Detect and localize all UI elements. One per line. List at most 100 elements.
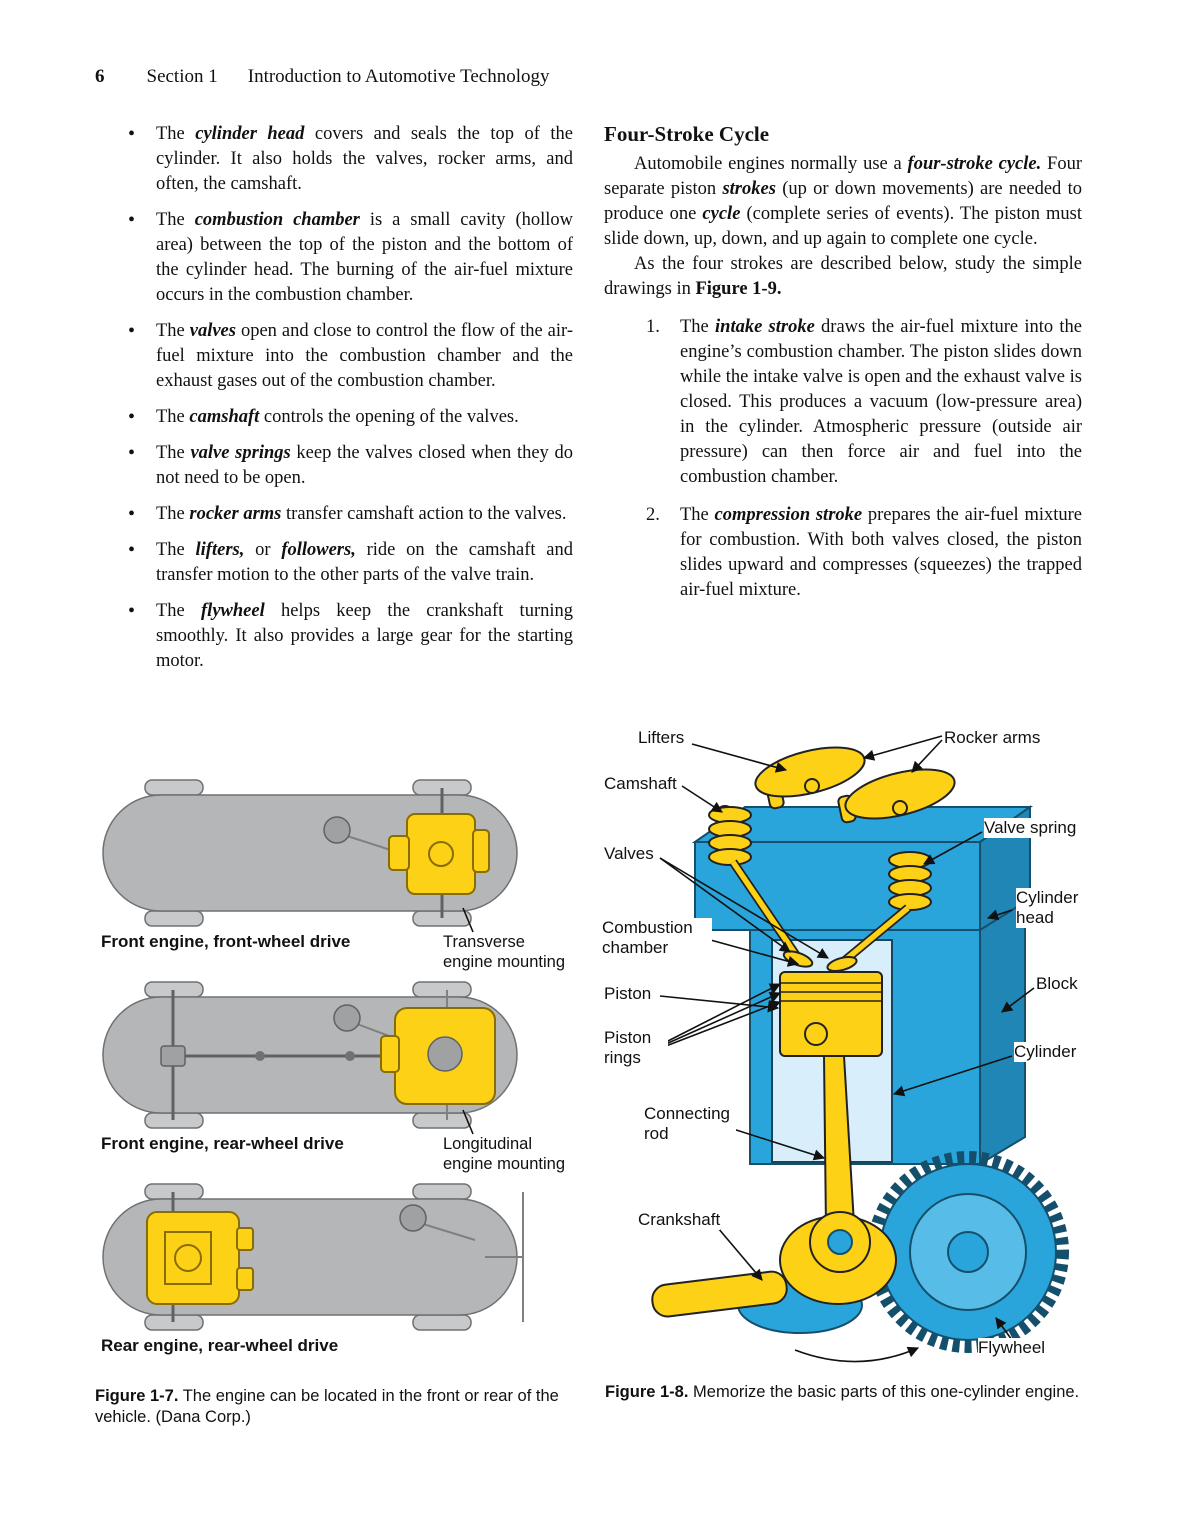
steering-column [422, 1223, 476, 1241]
wheel [412, 1183, 472, 1200]
bullet-item: • The rocker arms transfer camshaft actio… [95, 502, 573, 527]
bullet-marker: • [128, 123, 136, 145]
engine-transverse-shape [388, 813, 490, 895]
crankshaft-shape [651, 1215, 920, 1363]
figure-1-7-caption: Figure 1-7. The engine can be located in… [95, 1387, 559, 1426]
bullet-item: • The valve springs keep the valves close… [95, 441, 573, 491]
label-flywheel: Flywheel [978, 1338, 1046, 1358]
steering-wheel-icon [333, 1004, 361, 1032]
label-valves: Valves [604, 844, 654, 864]
left-column: • The cylinder head covers and seals the … [95, 122, 573, 685]
connecting-rod-shape [809, 1055, 871, 1273]
engine-longitudinal-shape [380, 1007, 496, 1105]
figure-1-7: Front engine, front-wheel drive Transver… [95, 778, 575, 1428]
valve-springs-shape [708, 806, 932, 911]
sub-label-rear-rear: Rear engine, rear-wheel drive [101, 1336, 339, 1355]
bullet-item: • The lifters, or followers, ride on the … [95, 538, 573, 588]
wheel [144, 779, 204, 796]
bullet-text: The valves open and close to control the… [156, 321, 573, 391]
label-camshaft: Camshaft [604, 774, 677, 794]
stroke-item: 2. The compression stroke prepares the ai… [646, 503, 1082, 603]
label-lifters: Lifters [638, 728, 685, 748]
label-connecting-rod: Connecting rod [644, 1104, 736, 1144]
wrist-pin [804, 1022, 828, 1046]
steering-wheel-icon [323, 816, 351, 844]
page-header: 6 Section 1 Introduction to Automotive Tec… [95, 66, 550, 88]
label-combustion-chamber: Combustion chamber [602, 918, 712, 958]
piston-shape [779, 971, 883, 1057]
chassis-front-engine-front-wheel-drive-diagram [102, 779, 518, 927]
bullet-marker: • [128, 320, 136, 342]
stroke-item-number: 1. [646, 317, 660, 337]
page-number: 6 [95, 66, 105, 87]
u-joint [255, 1051, 265, 1061]
annotation-longitudinal-mounting: Longitudinal engine mounting [443, 1109, 575, 1174]
bullet-item: • The cylinder head covers and seals the … [95, 122, 573, 197]
bullet-item: • The camshaft controls the opening of th… [95, 405, 573, 430]
annotation-transverse-mounting: Transverse engine mounting [443, 907, 575, 972]
paragraph-figure-reference: As the four strokes are described below,… [604, 254, 1082, 299]
bullet-marker: • [128, 539, 136, 561]
stroke-item-text: The compression stroke prepares the air-… [680, 505, 1082, 600]
sub-label-front-rear: Front engine, rear-wheel drive [101, 1134, 344, 1153]
figure-row-caption: Front engine, front-wheel drive Transver… [95, 907, 575, 972]
leader-line [462, 907, 474, 933]
label-cylinder: Cylinder [1014, 1042, 1077, 1062]
bullet-item: • The combustion chamber is a small cavit… [95, 208, 573, 308]
figure-row-caption: Rear engine, rear-wheel drive [95, 1336, 575, 1374]
section-label: Section 1 [146, 66, 218, 87]
bullet-item: • The flywheel helps keep the crankshaft … [95, 599, 573, 674]
bullet-marker: • [128, 209, 136, 231]
flywheel-shape [867, 1151, 1069, 1353]
label-block: Block [1036, 974, 1078, 994]
annotation-text: Transverse engine mounting [443, 933, 566, 971]
figure-row-caption: Front engine, rear-wheel drive Longitudi… [95, 1109, 575, 1174]
wheel [412, 981, 472, 998]
bullet-marker: • [128, 406, 136, 428]
leader-lines [659, 735, 1035, 1341]
label-cylinder-head: Cylinder head [1016, 888, 1090, 928]
crank-nose [651, 1270, 788, 1318]
bullet-marker: • [128, 442, 136, 464]
bullet-text: The camshaft controls the opening of the… [156, 407, 519, 427]
right-column: Four-Stroke Cycle Automobile engines nor… [604, 122, 1082, 603]
label-piston: Piston [604, 984, 652, 1004]
bullet-text: The lifters, or followers, ride on the c… [156, 540, 573, 585]
figure-1-8-caption: Figure 1-8. Memorize the basic parts of … [605, 1383, 1080, 1401]
crank-journal [827, 1229, 853, 1255]
differential [160, 1045, 186, 1067]
label-piston-rings: Piston rings [604, 1028, 668, 1068]
rotation-arrow [794, 1346, 920, 1363]
stroke-item-text: The intake stroke draws the air-fuel mix… [680, 317, 1083, 487]
sub-label-front-front: Front engine, front-wheel drive [101, 932, 351, 951]
stroke-item: 1. The intake stroke draws the air-fuel m… [646, 315, 1082, 490]
valves-shape [729, 859, 911, 972]
bullet-text: The flywheel helps keep the crankshaft t… [156, 601, 574, 671]
stroke-item-number: 2. [646, 505, 660, 525]
label-valve-spring: Valve spring [984, 818, 1077, 838]
engine-rear-shape [146, 1211, 254, 1305]
bullet-text: The valve springs keep the valves closed… [156, 443, 573, 488]
label-rocker-arms: Rocker arms [944, 728, 1041, 748]
bullet-text: The rocker arms transfer camshaft action… [156, 504, 567, 524]
wheel [412, 1314, 472, 1331]
wheel [144, 910, 204, 927]
stroke-list: 1. The intake stroke draws the air-fuel m… [604, 315, 1082, 603]
bullet-marker: • [128, 600, 136, 622]
bullet-text: The cylinder head covers and seals the t… [156, 124, 573, 194]
label-crankshaft: Crankshaft [638, 1210, 721, 1230]
bullet-item: • The valves open and close to control th… [95, 319, 573, 394]
section-title: Introduction to Automotive Technology [247, 66, 550, 87]
chassis-front-engine-rear-wheel-drive-diagram [102, 981, 518, 1129]
figure-1-8: Lifters Rocker arms Camshaft Valve sprin… [600, 712, 1090, 1392]
paragraph-four-stroke-intro: Automobile engines normally use a four-s… [604, 154, 1083, 249]
annotation-text: Longitudinal engine mounting [443, 1135, 566, 1173]
leader-line [462, 1109, 474, 1135]
steering-wheel-icon [399, 1204, 427, 1232]
bullet-text: The combustion chamber is a small cavity… [156, 210, 573, 305]
bullet-marker: • [128, 503, 136, 525]
u-joint [345, 1051, 355, 1061]
chassis-rear-engine-rear-wheel-drive-diagram [102, 1183, 524, 1331]
heading-four-stroke-cycle: Four-Stroke Cycle [604, 122, 770, 146]
